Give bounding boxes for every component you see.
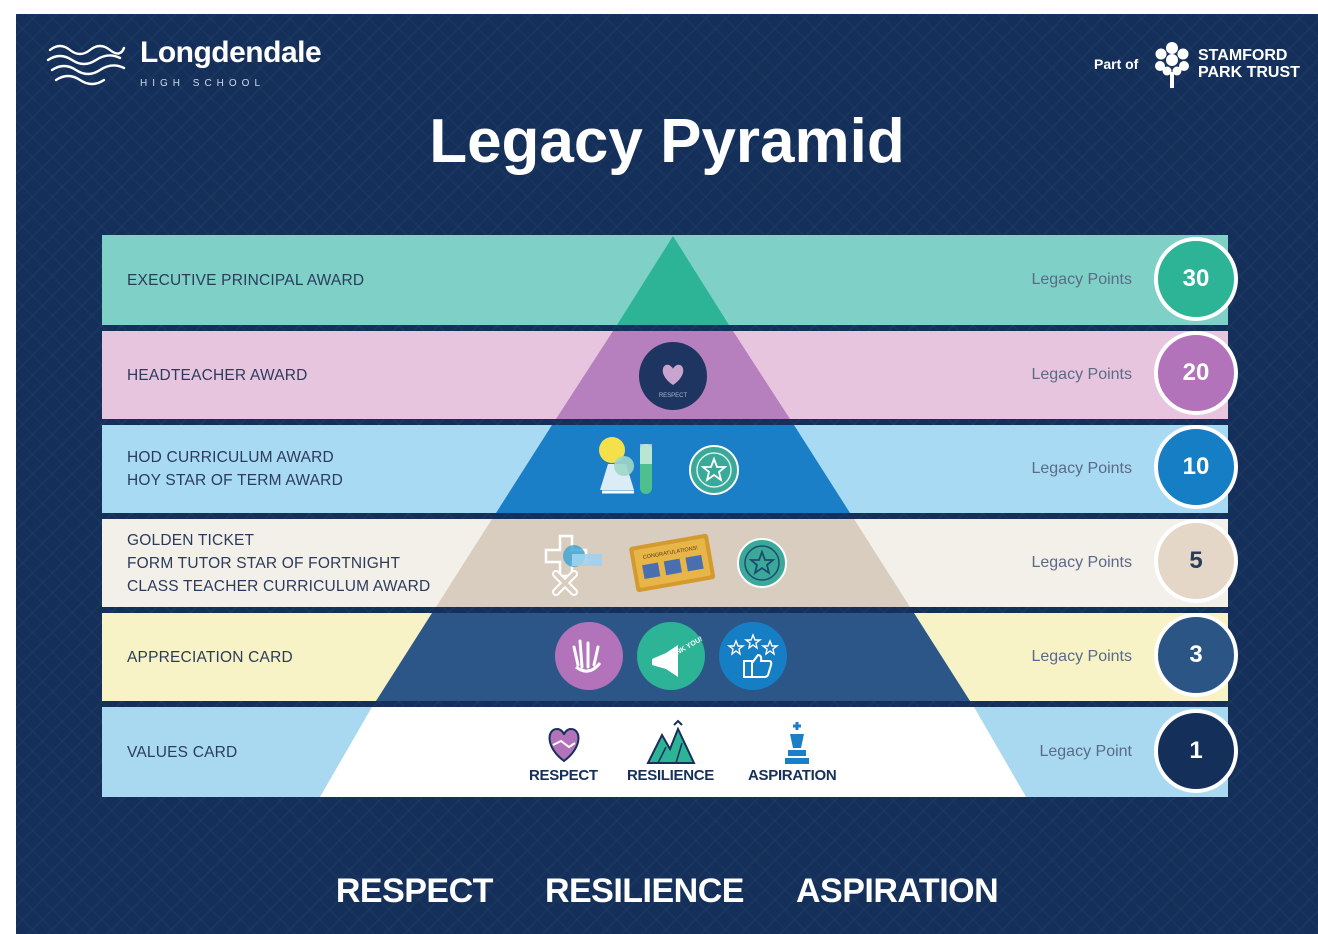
tier-label-line: FORM TUTOR STAR OF FORTNIGHT — [127, 554, 401, 572]
tier-label-line: APPRECIATION CARD — [127, 648, 293, 666]
legacy-points-label: Legacy Points — [1031, 366, 1132, 383]
points-circle-5: 5 — [1154, 519, 1238, 603]
tier-label-line: HOD CURRICULUM AWARD — [127, 449, 334, 466]
tier-label: HOD CURRICULUM AWARD HOY STAR OF TERM AW… — [127, 425, 343, 513]
points-circle-3: 3 — [1154, 613, 1238, 697]
values-label-resilience: RESILIENCE — [627, 767, 715, 784]
tier-label-line: GOLDEN TICKET — [127, 531, 255, 549]
tier-label: VALUES CARD — [127, 707, 237, 797]
golden-ticket-icon: CONGRATULATIONS! — [626, 526, 718, 603]
points-circle-1: 1 — [1154, 709, 1238, 793]
tier-label: EXECUTIVE PRINCIPAL AWARD — [127, 235, 364, 325]
respect-badge-icon: RESPECT — [638, 341, 708, 416]
legacy-pyramid-poster: Longdendale HIGH SCHOOL Part of STAMFORD… — [16, 14, 1318, 934]
tier-label: APPRECIATION CARD — [127, 613, 293, 701]
tier-label: HEADTEACHER AWARD — [127, 331, 308, 419]
tier-label-line: EXECUTIVE PRINCIPAL AWARD — [127, 271, 365, 289]
thumbs-up-stars-icon — [718, 621, 788, 696]
tier-label-line: HOY STAR OF TERM AWARD — [127, 472, 343, 489]
footer-value-aspiration: ASPIRATION — [795, 872, 999, 910]
legacy-points-label: Legacy Points — [1031, 648, 1132, 665]
trust-name-line2: PARK TRUST — [1198, 64, 1300, 81]
legacy-points-label: Legacy Points — [1031, 554, 1132, 571]
tier-label-line: VALUES CARD — [127, 743, 238, 761]
school-subtitle: HIGH SCHOOL — [140, 78, 266, 89]
clapping-hands-icon — [554, 621, 624, 696]
tier-label-line: HEADTEACHER AWARD — [127, 366, 308, 384]
points-circle-10: 10 — [1154, 425, 1238, 509]
points-circle-30: 30 — [1154, 237, 1238, 321]
trust-prefix: Part of — [1094, 56, 1139, 72]
values-label-respect: RESPECT — [529, 767, 598, 784]
tier-label: GOLDEN TICKET FORM TUTOR STAR OF FORTNIG… — [127, 519, 430, 607]
tier-label-line: CLASS TEACHER CURRICULUM AWARD — [127, 577, 431, 595]
footer-values: RESPECT RESILIENCE ASPIRATION — [16, 872, 1318, 911]
trust-name-line1: STAMFORD — [1198, 47, 1288, 64]
respect-badge-text: RESPECT — [659, 393, 688, 399]
footer-value-respect: RESPECT — [335, 872, 494, 910]
mountains-icon — [646, 719, 696, 772]
heart-handshake-icon — [541, 721, 587, 772]
legacy-points-label: Legacy Points — [1031, 460, 1132, 477]
tree-logo-icon — [1155, 42, 1189, 88]
wave-logo-icon — [46, 44, 126, 86]
star-award-icon — [688, 444, 740, 501]
trust-name: STAMFORD PARK TRUST — [1198, 47, 1308, 81]
page-edge — [0, 14, 17, 934]
megaphone-thank-you-icon: THANK YOU! — [636, 621, 706, 696]
star-award-icon — [736, 537, 788, 594]
page-title: Legacy Pyramid — [429, 107, 905, 176]
school-name: Longdendale — [140, 36, 322, 69]
legacy-point-label: Legacy Point — [1039, 743, 1132, 760]
chess-king-icon — [782, 720, 812, 771]
curriculum-cross-icon — [538, 530, 604, 601]
values-label-aspiration: ASPIRATION — [748, 767, 837, 784]
footer-value-resilience: RESILIENCE — [544, 872, 745, 910]
points-circle-20: 20 — [1154, 331, 1238, 415]
legacy-points-label: Legacy Points — [1031, 271, 1132, 288]
science-flasks-icon — [594, 434, 664, 507]
